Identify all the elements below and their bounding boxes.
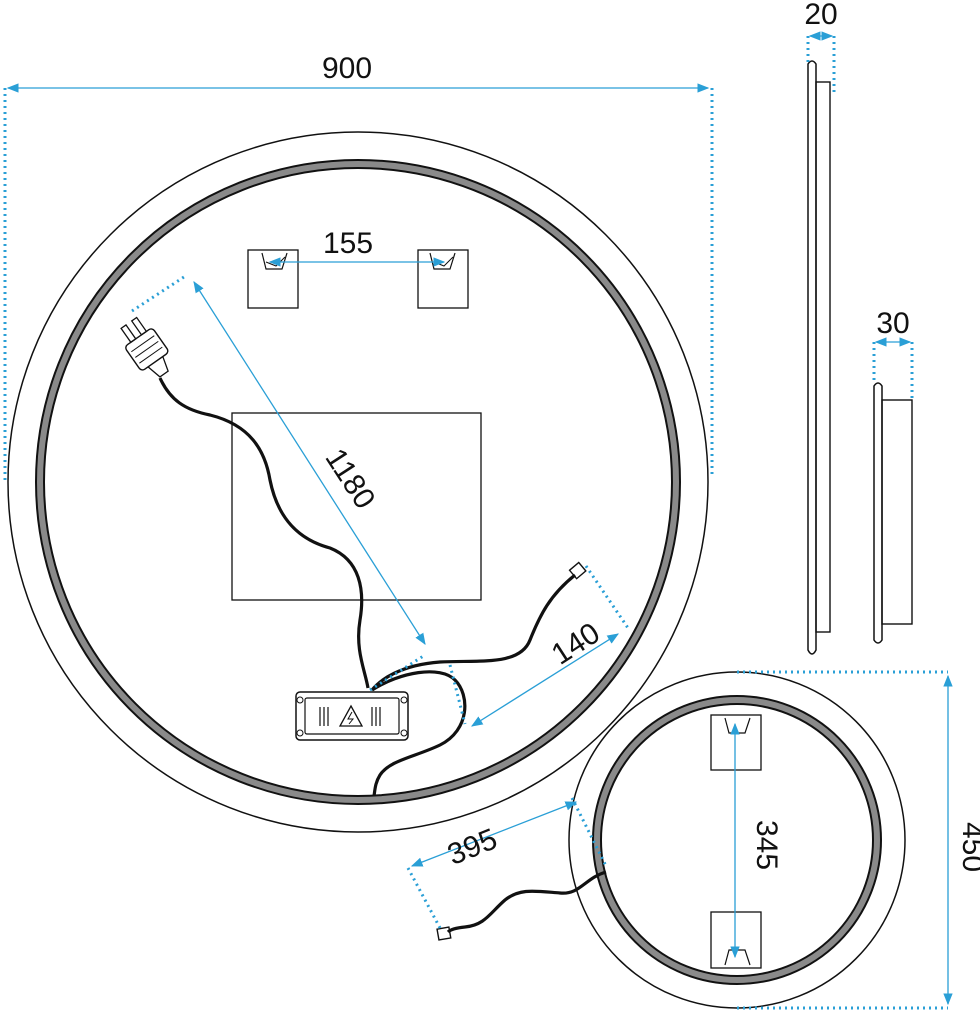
- led-cable-lower: [371, 670, 467, 797]
- large-mirror-outer-edge: [7, 131, 709, 833]
- dimension-label-small-cable-length: 395: [443, 823, 502, 872]
- dimension-cable-end: 140: [448, 565, 630, 727]
- mounting-bracket-icon: [247, 249, 299, 309]
- dimension-small-cable-length: 395: [406, 797, 608, 929]
- dimension-small-diameter: 450: [737, 670, 980, 1010]
- dimension-label-bracket-spacing: 155: [323, 227, 373, 260]
- connector-icon: [436, 926, 452, 941]
- side-profile-bracket: 30: [872, 307, 914, 644]
- small-mirror-outer-edge: [568, 671, 906, 1009]
- driver-box: [295, 691, 409, 741]
- side-profile-mirror: 20: [804, 0, 838, 655]
- mounting-bracket-icon: [417, 249, 469, 309]
- dimension-label-depth-bracket: 30: [876, 307, 909, 340]
- dimension-label-small-diameter: 450: [956, 822, 980, 872]
- warning-triangle-icon: [338, 704, 364, 727]
- connector-icon: [568, 561, 587, 580]
- dimension-small-bracket-spacing: 345: [730, 722, 783, 959]
- dimension-label-cable-length: 1180: [319, 443, 382, 515]
- dimension-width-large: 900: [3, 52, 714, 480]
- led-cable-upper: [370, 573, 576, 692]
- dimension-label-width-large: 900: [322, 52, 372, 85]
- mounting-bracket-icon: [710, 911, 762, 969]
- small-led-cable: [446, 870, 607, 934]
- dimension-label-small-bracket-spacing: 345: [750, 820, 783, 870]
- dimension-cable-length: 1180: [131, 273, 426, 692]
- small-mirror-led-ring-fill: [594, 697, 880, 983]
- power-plug-icon: [120, 316, 169, 378]
- dimension-label-cable-end: 140: [546, 617, 606, 672]
- large-mirror-led-ring-fill: [37, 161, 679, 803]
- dimension-bracket-spacing: 155: [268, 227, 446, 267]
- mounting-bracket-icon: [710, 714, 762, 771]
- power-cable: [158, 377, 370, 689]
- dimension-label-depth-mirror: 20: [804, 0, 837, 31]
- small-mirror: [568, 671, 906, 1009]
